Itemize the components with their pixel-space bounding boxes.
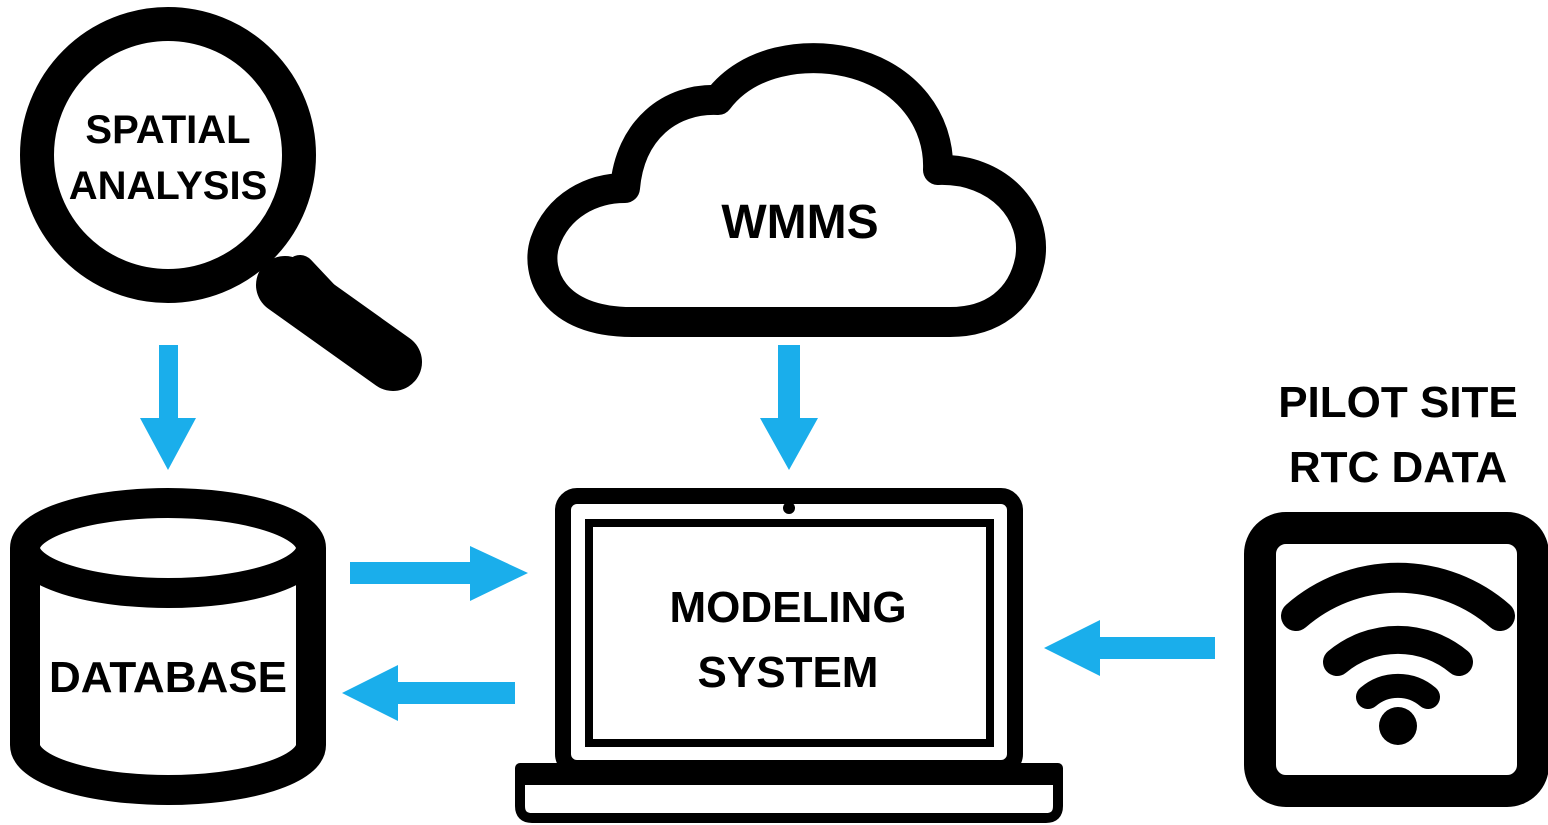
wmms-label: WMMS <box>721 196 878 249</box>
rtc-data-label: RTC DATA <box>1289 443 1507 492</box>
wifi-signal-icon <box>1244 512 1548 807</box>
arrow-wmms-to-modeling <box>760 345 818 470</box>
arrow-modeling-to-database <box>342 665 515 721</box>
database-cylinder-icon <box>10 488 326 805</box>
spatial-analysis-label: SPATIAL <box>85 108 250 152</box>
arrow-spatial-to-database <box>140 345 196 470</box>
cloud-icon <box>527 43 1046 337</box>
arrow-database-to-modeling <box>350 546 528 601</box>
spatial-analysis-label-line2: ANALYSIS <box>69 164 268 208</box>
arrow-pilot-to-modeling <box>1044 620 1215 676</box>
database-label: DATABASE <box>49 653 287 702</box>
modeling-system-label-line2: SYSTEM <box>698 648 879 697</box>
modeling-system-label: MODELING <box>669 583 906 632</box>
magnifying-glass-icon <box>20 7 422 391</box>
pilot-site-label: PILOT SITE <box>1278 378 1518 427</box>
laptop-icon <box>515 488 1063 823</box>
